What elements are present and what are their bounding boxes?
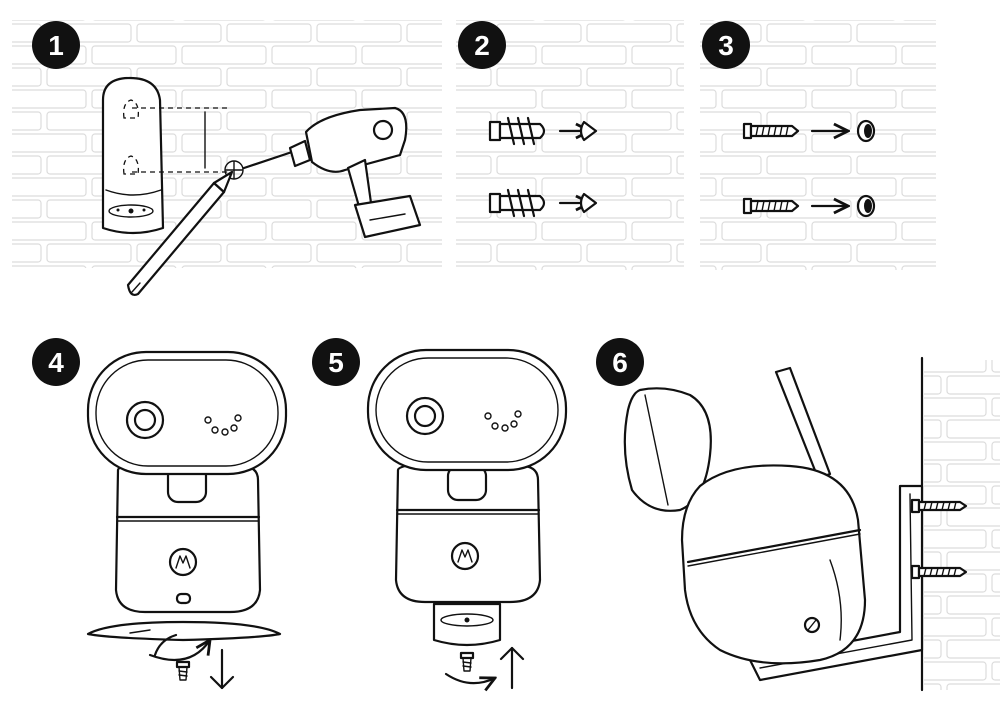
step-number: 4	[48, 347, 64, 378]
step-number: 1	[48, 30, 64, 61]
step-number: 2	[474, 30, 490, 61]
screw-icon	[910, 498, 968, 514]
step-badge: 5	[312, 338, 360, 386]
brick-wall	[924, 360, 1000, 690]
camera-icon	[366, 348, 568, 647]
step-6-panel	[623, 356, 1000, 692]
step-badge: 2	[458, 21, 506, 69]
step-number: 3	[718, 30, 734, 61]
screw-icon	[459, 651, 475, 672]
step-badge: 1	[32, 21, 80, 69]
step-badge: 4	[32, 338, 80, 386]
rotate-arrow-icon	[148, 640, 210, 662]
camera-icon	[86, 350, 288, 614]
step-1-panel	[12, 20, 442, 297]
wall-plug-icon	[488, 188, 546, 218]
drill-icon	[242, 106, 422, 239]
screw-icon	[175, 660, 191, 681]
camera-icon	[623, 366, 867, 665]
step-badge: 3	[702, 21, 750, 69]
step-badge: 6	[596, 338, 644, 386]
screw-icon	[742, 122, 800, 140]
step-number: 6	[612, 347, 628, 378]
screw-icon	[742, 197, 800, 215]
step-4-panel	[86, 350, 288, 690]
pencil-icon	[126, 170, 234, 297]
rotate-arrow-icon	[444, 672, 495, 683]
step-number: 5	[328, 347, 344, 378]
screw-icon	[910, 564, 968, 580]
step-5-panel	[366, 348, 568, 688]
camera-mount-icon	[101, 76, 165, 235]
wall-plug-icon	[488, 116, 546, 146]
